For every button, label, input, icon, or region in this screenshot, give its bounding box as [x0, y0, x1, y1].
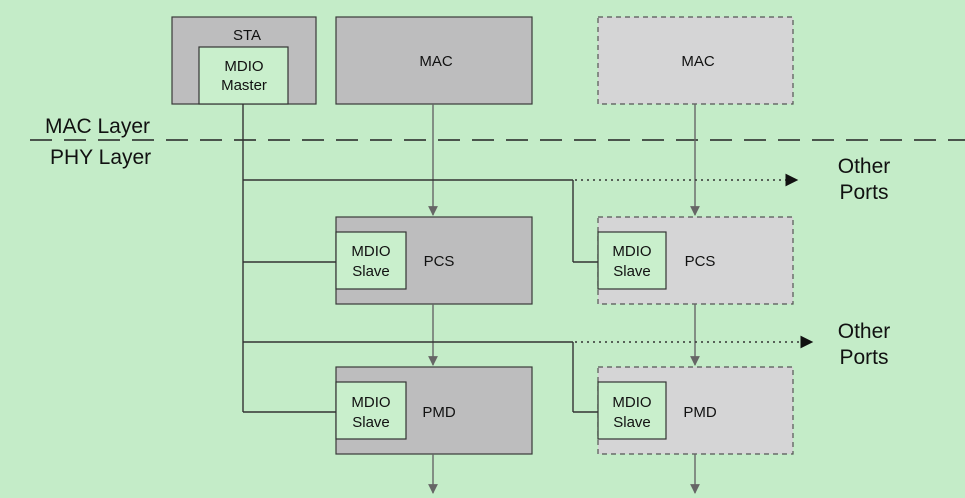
mdio-master-label-2: Master — [221, 77, 267, 94]
mac-box-left: MAC — [335, 16, 533, 105]
pcs-right-label: PCS — [685, 253, 716, 270]
mdio-slave-label-1: MDIO — [351, 394, 390, 411]
mdio-slave-box — [597, 381, 667, 440]
other-ports-label-2a: Other — [838, 320, 891, 343]
mdio-slave-label-1: MDIO — [612, 243, 651, 260]
mdio-slave-label-1: MDIO — [612, 394, 651, 411]
mdio-bus — [242, 104, 598, 413]
other-ports-label-1b: Ports — [839, 181, 888, 204]
mdio-slave-label-2: Slave — [352, 263, 390, 280]
sta-label: STA — [233, 27, 261, 44]
mdio-slave-box — [335, 381, 407, 440]
other-ports-label-1a: Other — [838, 155, 891, 178]
mac-box-right: MAC — [597, 16, 794, 105]
mdio-master-box — [198, 46, 289, 105]
mdio-slave-label-1: MDIO — [351, 243, 390, 260]
mac-left-label: MAC — [419, 53, 453, 70]
phy-layer-label: PHY Layer — [50, 146, 151, 169]
mac-layer-label: MAC Layer — [45, 115, 150, 138]
pcs-left-label: PCS — [424, 253, 455, 270]
pmd-box-right: MDIO Slave PMD — [597, 366, 794, 455]
pcs-box-right: MDIO Slave PCS — [597, 216, 794, 305]
pmd-box-left: MDIO Slave PMD — [335, 366, 533, 455]
mdio-slave-label-2: Slave — [352, 414, 390, 431]
other-ports-label-2b: Ports — [839, 346, 888, 369]
mdio-slave-label-2: Slave — [613, 263, 651, 280]
pmd-right-label: PMD — [683, 404, 717, 421]
sta-box: STA MDIO Master — [171, 16, 317, 105]
pcs-box-left: MDIO Slave PCS — [335, 216, 533, 305]
mdio-slave-box — [335, 231, 407, 290]
pmd-left-label: PMD — [422, 404, 456, 421]
mdio-slave-box — [597, 231, 667, 290]
mac-right-label: MAC — [681, 53, 715, 70]
mdio-master-label-1: MDIO — [224, 58, 263, 75]
mdio-slave-label-2: Slave — [613, 414, 651, 431]
